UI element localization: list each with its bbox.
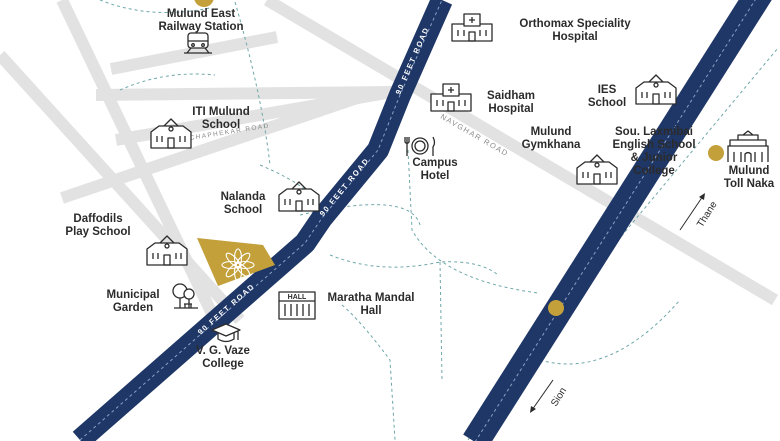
- highway-location-dot: [548, 300, 564, 316]
- hospital-icon: [451, 13, 493, 42]
- graduation-cap-icon: [211, 323, 241, 343]
- project-logo-icon: [221, 248, 255, 282]
- dashed-lane: [299, 204, 421, 226]
- station-location-dot: [194, 0, 214, 7]
- nalanda-school-label: Nalanda School: [220, 191, 266, 216]
- orthomax-hospital-label: Orthomax Speciality Hospital: [519, 18, 631, 43]
- hospital-icon: [430, 83, 472, 112]
- dashed-lane: [439, 261, 443, 381]
- school-icon: [150, 118, 192, 149]
- vg-vaze-college-label: V. G. Vaze College: [196, 345, 250, 370]
- toll-naka-location-dot: [708, 145, 724, 161]
- mulund-gymkhana-label: Mulund Gymkhana: [521, 126, 581, 151]
- school-icon: [278, 181, 320, 212]
- main-road-90-feet: [72, 0, 453, 441]
- thane-arrow-icon: [679, 195, 704, 231]
- hall-sign: HALL: [288, 294, 307, 301]
- dashed-lanes: [99, 0, 779, 441]
- minor-road: [0, 50, 245, 325]
- thane-arrowhead-icon: [699, 193, 705, 200]
- sion-label: Sion: [549, 386, 569, 409]
- hall-icon: [278, 291, 316, 320]
- highway-centerline: [475, 0, 756, 441]
- thane-label: Thane: [695, 199, 720, 229]
- daffodils-school-label: Daffodils Play School: [65, 213, 131, 238]
- school-icon: [635, 74, 677, 105]
- saidham-hospital-label: Saidham Hospital: [487, 90, 535, 115]
- campus-hotel-label: Campus Hotel: [412, 157, 458, 182]
- mulund-east-station-label: Mulund East Railway Station: [158, 8, 244, 33]
- dashed-lane: [341, 304, 396, 441]
- laxmibai-school-label: Sou. Laxmibai English School & Junior Co…: [612, 126, 696, 177]
- mulund-toll-naka-label: Mulund Toll Naka: [723, 165, 775, 190]
- dashed-lane: [234, 1, 271, 166]
- highway-road: [463, 0, 772, 441]
- minor-road: [95, 86, 393, 101]
- dashed-lane: [407, 149, 539, 294]
- sion-arrowhead-icon: [530, 406, 536, 413]
- municipal-garden-label: Municipal Garden: [106, 289, 160, 314]
- dashed-lane: [329, 254, 499, 276]
- dashed-lane: [99, 0, 211, 13]
- eastern-express-highway: [463, 0, 772, 441]
- project-site: [197, 238, 275, 286]
- thane-direction: Thane: [679, 193, 720, 231]
- school-icon: [576, 154, 618, 185]
- main-road-centerline: [79, 0, 443, 441]
- ies-school-label: IES School: [587, 84, 627, 109]
- sion-arrow-icon: [531, 379, 554, 411]
- restaurant-icon: [404, 136, 436, 156]
- train-icon: [184, 32, 212, 54]
- iti-school-label: ITI Mulund School: [192, 106, 250, 131]
- dashed-lane: [119, 73, 216, 91]
- toll-gate-icon: [727, 130, 769, 162]
- minor-road: [263, 0, 779, 306]
- tree-icon: [172, 283, 198, 309]
- maratha-mandal-hall-label: Maratha Mandal Hall: [327, 292, 415, 317]
- school-icon: [146, 235, 188, 266]
- main-road-label: 90 FEET ROAD: [318, 156, 371, 218]
